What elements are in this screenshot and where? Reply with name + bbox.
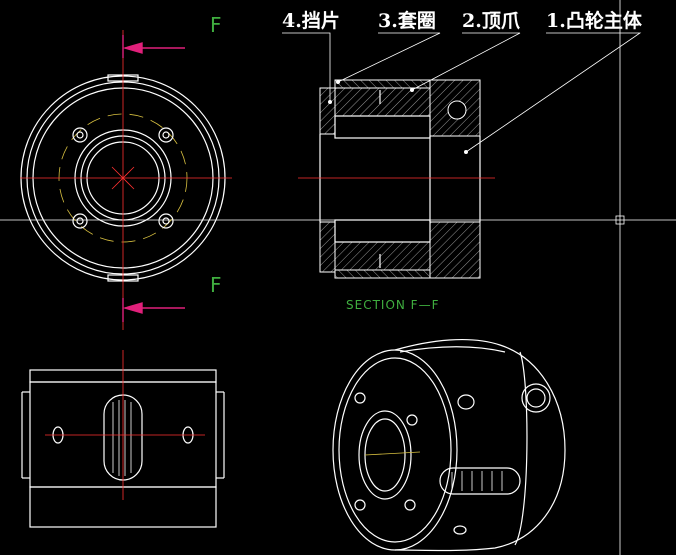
callout-part2: 2.顶爪 [462, 10, 521, 32]
section-view [298, 79, 495, 279]
section-arrow-top [122, 35, 185, 58]
callout-part1: 1.凸轮主体 [546, 9, 643, 32]
callout-part4: 4.挡片 [282, 9, 340, 32]
front-view [20, 30, 232, 330]
bolt-holes [72, 127, 174, 229]
section-arrow-bottom [122, 298, 185, 322]
callout-part3: 3.套圈 [378, 9, 436, 32]
section-title: SECTION F—F [346, 298, 440, 312]
section-mark-top: F [210, 13, 222, 37]
callout-leaders [282, 32, 642, 154]
section-mark-bottom: F [210, 273, 222, 297]
side-view [21, 350, 225, 528]
isometric-view [332, 338, 566, 552]
